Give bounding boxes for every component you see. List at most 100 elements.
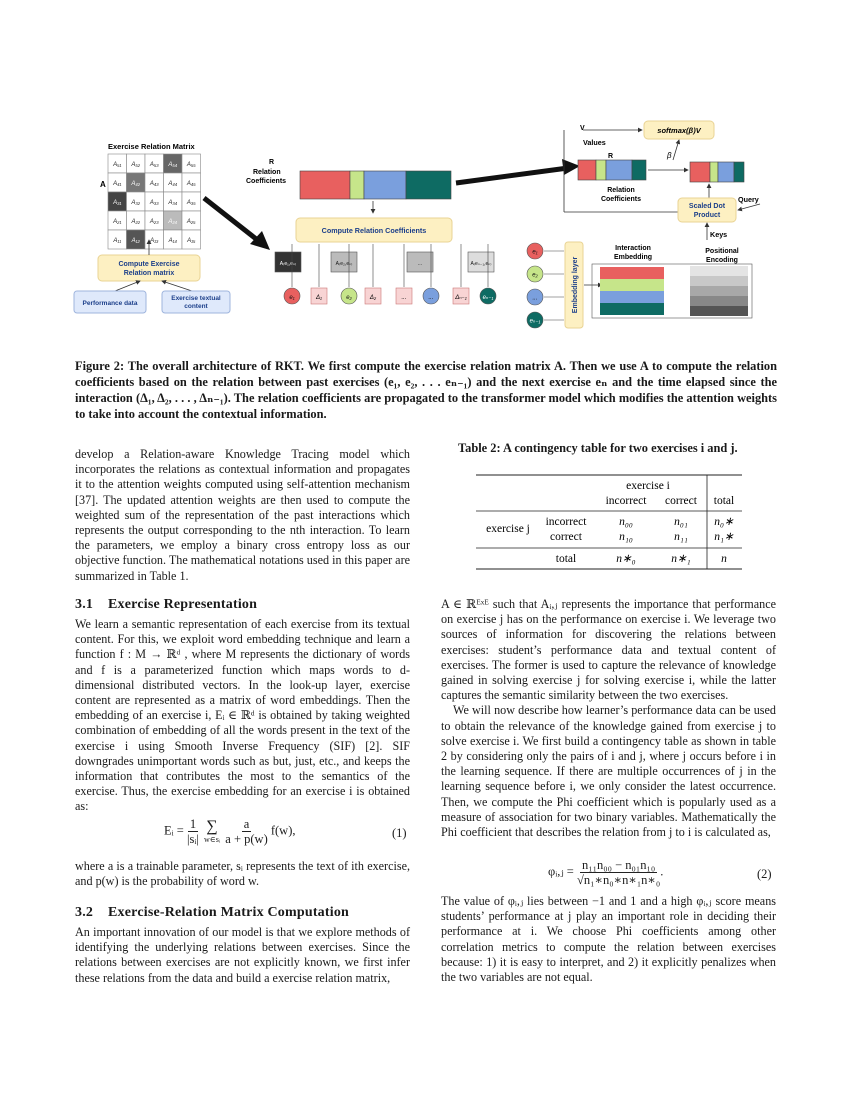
sequence-delta-node <box>310 287 328 305</box>
section-3-1-title: Exercise Representation <box>108 597 258 612</box>
embedding-layer-box <box>564 241 584 329</box>
left-sec31-after: where a is a trainable parameter, sᵢ rep… <box>75 859 410 889</box>
intro-paragraph: develop a Relation-aware Knowledge Traci… <box>75 447 410 583</box>
v-label: V <box>580 125 585 132</box>
embedding-node-label: e₂ <box>532 273 538 279</box>
interaction-embedding-band <box>600 303 664 315</box>
sequence-delta-node <box>395 287 413 305</box>
table-cell-n00: n₀₀ <box>619 516 633 528</box>
sequence-box-label: ... <box>418 261 422 267</box>
matrix-cell-label: A₅₄ <box>167 162 177 168</box>
eq2-numerator: n₁₁n₀₀ − n₀₁n₁₀ <box>580 858 658 873</box>
matrix-cell-label: A₂₅ <box>186 219 196 225</box>
table-cell-n10: n₁₀ <box>619 531 633 543</box>
matrix-title: Exercise Relation Matrix <box>108 142 196 151</box>
section-3-2-title: Exercise-Relation Matrix Computation <box>108 905 350 920</box>
positional-encoding-band <box>690 286 748 296</box>
r-label-right: R <box>608 153 613 160</box>
matrix-cell <box>181 229 201 250</box>
embedding-node <box>526 311 544 329</box>
sequence-node-label: Δ₁ <box>315 295 322 301</box>
embedding-node <box>526 242 544 260</box>
matrix-cell-label: A₃₅ <box>186 200 196 206</box>
positional-encoding-label-1: Positional <box>705 248 739 255</box>
right-paragraph-2: We will now describe how learner’s perfo… <box>441 703 776 840</box>
top-bar-segment <box>349 170 365 200</box>
interaction-embedding-label-2: Embedding <box>614 254 652 261</box>
matrix-cell-label: A₅₃ <box>149 162 159 168</box>
matrix-cell-label: A₄₅ <box>186 181 196 187</box>
values-bar-segment <box>605 159 633 181</box>
top-bar-segment <box>299 170 351 200</box>
table-col-incorrect: incorrect <box>606 495 648 507</box>
r-bar-segment <box>689 161 711 183</box>
compute-matrix-label-2: Relation matrix <box>124 270 175 277</box>
embedding-node <box>526 288 544 306</box>
top-bar-segment <box>363 170 407 200</box>
contingency-table: exercise i incorrect correct total exerc… <box>476 474 742 570</box>
positional-encoding-band <box>690 276 748 286</box>
relation-label-right: Relation <box>607 187 635 194</box>
values-bar-segment <box>577 159 597 181</box>
sequence-node-label: e₂ <box>346 295 352 301</box>
table-cell-n0star: n₀∗ <box>714 516 734 528</box>
r-label-top: R <box>269 159 274 166</box>
matrix-cell-label: A₃₃ <box>149 200 159 206</box>
matrix-cell-label: A₃₁ <box>112 200 121 206</box>
softmax-label: softmax(β)V <box>657 126 701 135</box>
compute-coeff-box <box>295 217 453 243</box>
table-row-group: exercise j <box>486 523 530 535</box>
embedding-node <box>526 265 544 283</box>
eq2-lhs: φᵢ,ⱼ = <box>548 864 574 879</box>
interaction-embedding-band <box>600 267 664 279</box>
r-bar-segment <box>733 161 745 183</box>
matrix-cell-label: A₂₄ <box>167 219 177 225</box>
eq2-denominator: √n₁∗n₀∗n∗₁n∗₀ <box>577 873 661 887</box>
interaction-embedding-stack <box>600 267 664 315</box>
sec31-paragraph: We learn a semantic representation of ea… <box>75 617 410 814</box>
beta-label: β <box>666 151 672 160</box>
sequence-node-label: ... <box>428 295 433 301</box>
eq1-frac1-den: |sᵢ| <box>186 832 199 846</box>
eq2-number: (2) <box>757 867 772 881</box>
performance-data-label: Performance data <box>83 300 138 307</box>
embedding-node-label: e₁ <box>532 250 537 256</box>
section-3-2-number: 3.2 <box>75 905 94 920</box>
eq1-frac1-num: 1 <box>187 817 199 832</box>
sequence-node-label: Δ₂ <box>369 295 377 301</box>
relation-coefficients-bar <box>299 170 452 200</box>
matrix-cell-label: A₁₂ <box>131 238 141 244</box>
right-relation-bars <box>577 159 745 183</box>
eq1-frac2-num: a <box>241 817 252 832</box>
matrix-cell-label: A₅₁ <box>112 162 121 168</box>
eq1-number: (1) <box>392 826 407 840</box>
eq1-sum-sub: w∈sᵢ <box>204 834 221 844</box>
eq1-tail: f(w), <box>270 823 296 838</box>
matrix-cell-label: A₃₂ <box>130 200 140 206</box>
matrix-cell-label: A₄₃ <box>149 181 159 187</box>
top-bar-segment <box>405 170 452 200</box>
table-cell-n1star: n₁∗ <box>714 531 734 543</box>
sequence-box-label: A₍e₂,eₙ₎ <box>336 261 353 267</box>
matrix-cell-label: A₁₃ <box>149 238 159 244</box>
matrix-cell-label: A₅₅ <box>186 162 196 168</box>
values-bar-segment <box>595 159 607 181</box>
table-row-correct-label: correct <box>550 531 583 543</box>
positional-encoding-band <box>690 266 748 276</box>
positional-encoding-stack <box>690 266 748 316</box>
table-total-label: total <box>556 553 576 565</box>
values-label: Values <box>583 138 606 147</box>
exercise-text-label-2: content <box>184 303 208 310</box>
sequence-exercise-node <box>422 287 440 305</box>
matrix-cell-label: A₁₅ <box>186 238 196 244</box>
query-label: Query <box>738 195 759 204</box>
combined-encoding-frame <box>591 263 753 319</box>
eq1-frac2-den: a + p(w) <box>225 832 268 846</box>
coefficients-label-top: Coefficients <box>246 178 286 185</box>
sequence-node-label: Δₙ₋₁ <box>454 295 467 301</box>
scaled-dot-label-1: Scaled Dot <box>689 203 726 210</box>
interaction-embedding-band <box>600 291 664 303</box>
sequence-box <box>406 251 434 273</box>
left-intro: develop a Relation-aware Knowledge Traci… <box>75 447 410 584</box>
